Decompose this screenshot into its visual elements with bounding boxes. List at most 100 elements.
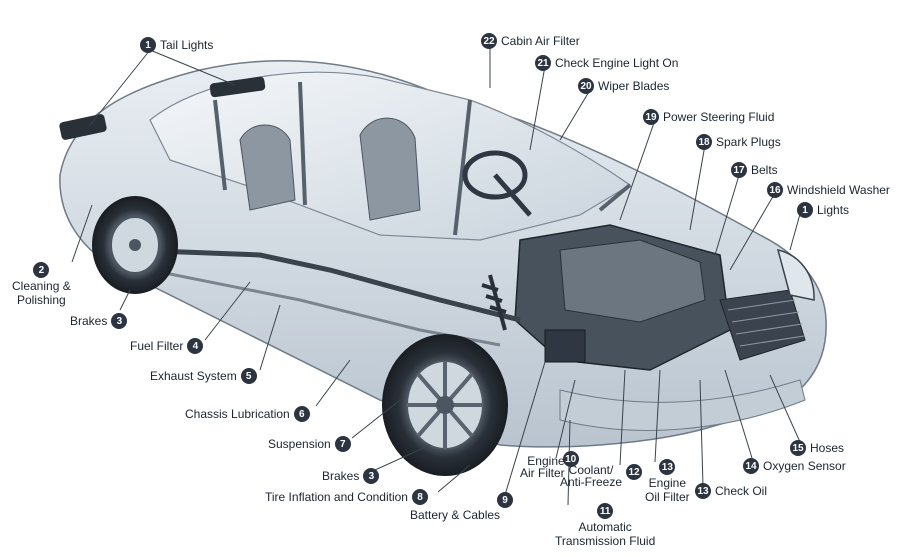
callout-number-badge: 2 xyxy=(33,262,50,278)
callout-number-badge: 22 xyxy=(481,33,497,49)
callout-tire-inflation: Tire Inflation and Condition 8 xyxy=(265,489,428,505)
callout-number-badge: 14 xyxy=(743,458,759,474)
callout-lights: 1 Lights xyxy=(797,202,849,218)
front-wheel-hub xyxy=(436,396,454,414)
steering-column xyxy=(493,173,532,217)
callout-number-badge: 1 xyxy=(140,37,156,53)
exhaust-pipe xyxy=(129,247,521,323)
callout-label-line-2: Transmission Fluid xyxy=(555,534,656,548)
callout-label: Check Engine Light On xyxy=(555,56,679,70)
steering-wheel xyxy=(462,150,528,200)
tail-light-block-upper xyxy=(209,76,266,98)
callout-number-badge: 18 xyxy=(696,134,712,150)
suspension-strut xyxy=(481,274,507,331)
callout-number-badge: 1 xyxy=(797,202,813,218)
callout-label: Brakes xyxy=(70,314,108,328)
callout-power-steering-fluid: 19 Power Steering Fluid xyxy=(643,109,774,125)
callout-hoses: 15 Hoses xyxy=(790,440,844,456)
callout-label: Lights xyxy=(817,203,850,217)
battery xyxy=(544,329,586,363)
callout-number-badge: 7 xyxy=(334,436,351,452)
callout-engine-air-filter: Engine Air Filter 10 xyxy=(520,451,579,479)
callout-number-badge: 4 xyxy=(187,338,204,354)
callout-label: Oxygen Sensor xyxy=(763,459,846,473)
callout-label: Battery & Cables xyxy=(410,508,501,522)
callout-number-badge: 13 xyxy=(695,483,711,499)
callout-number-badge: 3 xyxy=(111,313,128,329)
callout-cleaning-polishing: 2 Cleaning & Polishing xyxy=(12,262,71,306)
callout-label-line-2: Anti-Freeze xyxy=(560,475,623,489)
callout-number-badge: 12 xyxy=(626,464,643,480)
callout-windshield-washer: 16 Windshield Washer xyxy=(767,182,890,198)
front-bumper xyxy=(559,379,806,431)
callout-number-badge: 9 xyxy=(497,492,513,508)
grille-slats xyxy=(727,299,805,347)
callout-number-badge: 21 xyxy=(535,55,551,71)
callout-suspension: Suspension 7 xyxy=(268,436,351,452)
callout-chassis-lubrication: Chassis Lubrication 6 xyxy=(185,406,310,422)
callout-engine-oil-filter: 13 Engine Oil Filter xyxy=(645,459,690,503)
tail-light-block xyxy=(59,114,107,140)
callout-number-badge: 6 xyxy=(293,406,310,422)
callout-number-badge: 19 xyxy=(643,109,659,125)
callout-battery-cables: 9 Battery & Cables xyxy=(410,492,513,522)
callout-wiper-blades: 20 Wiper Blades xyxy=(578,78,669,94)
callout-label: Tire Inflation and Condition xyxy=(265,490,408,504)
callout-automatic-transmission-fluid: 11 Automatic Transmission Fluid xyxy=(555,503,655,547)
callout-label: Exhaust System xyxy=(150,369,237,383)
callout-label-line-1: Engine xyxy=(527,454,565,468)
callout-number-badge: 16 xyxy=(767,182,783,198)
callout-label: Power Steering Fluid xyxy=(663,110,775,124)
callout-check-oil: 13 Check Oil xyxy=(695,483,767,499)
callout-number-badge: 17 xyxy=(731,162,747,178)
callout-tail-lights: 1 Tail Lights xyxy=(140,37,213,53)
callout-number-badge: 8 xyxy=(411,489,428,505)
callout-label-line-1: Cleaning & xyxy=(12,279,71,293)
callout-label-line-1: Coolant/ xyxy=(568,463,614,477)
callout-label-line-1: Engine xyxy=(648,476,687,490)
callout-number-badge: 10 xyxy=(562,451,579,467)
callout-label: Windshield Washer xyxy=(787,183,890,197)
callout-number-badge: 5 xyxy=(240,368,257,384)
callout-number-badge: 13 xyxy=(659,459,676,475)
callout-label: Fuel Filter xyxy=(130,339,184,353)
callout-number-badge: 20 xyxy=(578,78,594,94)
callout-label: Hoses xyxy=(810,441,845,455)
callout-spark-plugs: 18 Spark Plugs xyxy=(696,134,781,150)
callout-brakes-rear: Brakes 3 xyxy=(70,313,128,329)
callout-coolant-antifreeze: Coolant/ Anti-Freeze 12 xyxy=(560,464,643,488)
callout-label: Brakes xyxy=(322,469,360,483)
callout-number-badge: 15 xyxy=(790,440,806,456)
car-pillars xyxy=(213,81,632,236)
front-grille xyxy=(719,289,806,361)
callout-label-line-2: Polishing xyxy=(17,293,66,307)
callout-brakes-front: Brakes 3 xyxy=(322,468,380,484)
callout-label-group: Engine Air Filter xyxy=(520,455,565,479)
callout-exhaust-system: Exhaust System 5 xyxy=(150,368,257,384)
callout-fuel-filter: Fuel Filter 4 xyxy=(130,338,204,354)
callout-label: Check Oil xyxy=(715,484,768,498)
car-seats xyxy=(239,117,421,221)
engine-cover xyxy=(559,239,706,323)
callout-label-line-1: Automatic xyxy=(578,520,632,534)
callout-label-line-2: Air Filter xyxy=(520,466,565,480)
rear-wheel-hub xyxy=(129,239,141,251)
callout-label: Wiper Blades xyxy=(598,79,670,93)
callout-oxygen-sensor: 14 Oxygen Sensor xyxy=(743,458,846,474)
callout-label: Tail Lights xyxy=(160,38,214,52)
callout-label: Spark Plugs xyxy=(716,135,781,149)
callout-number-badge: 11 xyxy=(597,503,614,519)
callout-number-badge: 3 xyxy=(363,468,380,484)
callout-label: Belts xyxy=(751,163,778,177)
callout-label-line-2: Oil Filter xyxy=(645,490,690,504)
callout-label-group: Coolant/ Anti-Freeze xyxy=(560,464,622,488)
callout-label: Suspension xyxy=(268,437,331,451)
callout-cabin-air-filter: 22 Cabin Air Filter xyxy=(481,33,580,49)
callout-belts: 17 Belts xyxy=(731,162,778,178)
callout-check-engine-light: 21 Check Engine Light On xyxy=(535,55,678,71)
headlight xyxy=(776,248,815,301)
callout-label: Chassis Lubrication xyxy=(185,407,290,421)
callout-label: Cabin Air Filter xyxy=(501,34,580,48)
